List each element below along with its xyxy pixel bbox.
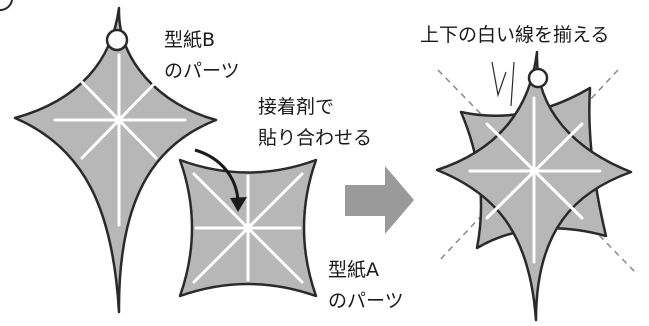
pattern-a-label-line2: のパーツ [328, 290, 404, 312]
pattern-a-guide-lines [192, 172, 304, 284]
glue-label-line1: 接着剤で [258, 96, 335, 118]
pattern-b-label-line2: のパーツ [164, 60, 240, 82]
pattern-a-piece [178, 158, 318, 298]
pattern-b-guide-lines [53, 53, 187, 227]
pattern-b-piece [13, 6, 218, 314]
pattern-b-label-line1: 型紙B [164, 29, 216, 51]
alignment-dashed-lines [437, 69, 636, 273]
hole-icon [105, 28, 129, 52]
hole-icon [527, 67, 549, 89]
assembled-guide-lines [468, 96, 602, 264]
curved-arrow-icon [194, 148, 247, 212]
align-instruction-label: 上下の白い線を揃える [420, 24, 610, 46]
pattern-a-label-line1: 型紙A [328, 259, 379, 281]
glue-label-line2: 貼り合わせる [258, 127, 373, 149]
step-number-fragment [0, 0, 13, 12]
sketch-lines [491, 61, 515, 107]
assembled-piece [435, 50, 636, 322]
pattern-b-shape [13, 6, 218, 314]
right-arrow-icon [345, 166, 414, 234]
